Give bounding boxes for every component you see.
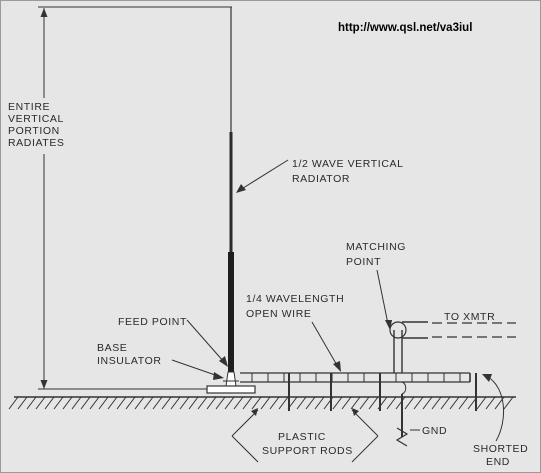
- open-wire-line: [240, 372, 471, 383]
- watermark-url: http://www.qsl.net/va3iul: [338, 22, 472, 34]
- ground-hatch: [197, 396, 208, 410]
- label-half-wave-vertical: 1/2 WAVE VERTICAL: [292, 158, 404, 170]
- ground-hatch: [233, 396, 244, 410]
- ground-rod: [395, 381, 409, 447]
- label-end: END: [486, 456, 510, 468]
- ground-hatch: [17, 396, 28, 410]
- label-matching: MATCHING: [346, 241, 406, 253]
- label-to-xmtr: TO XMTR: [444, 311, 495, 323]
- ground-hatch: [503, 396, 514, 410]
- label-base: BASE: [97, 342, 127, 354]
- ground-hatch: [89, 396, 100, 410]
- label-portion: PORTION: [8, 125, 60, 137]
- ground-hatch: [8, 396, 19, 410]
- ground-hatch: [359, 396, 370, 410]
- ground-hatch: [413, 396, 424, 410]
- ground-hatch: [62, 396, 73, 410]
- ground-hatch: [242, 396, 253, 410]
- ground-hatch: [260, 396, 271, 410]
- ground-hatch: [71, 396, 82, 410]
- ground-hatch: [161, 396, 172, 410]
- ground-hatch: [404, 396, 415, 410]
- ground-hatch: [350, 396, 361, 410]
- label-vertical: VERTICAL: [8, 113, 64, 125]
- ground-hatch: [449, 396, 460, 410]
- radiating-dimension-line: [38, 6, 232, 390]
- label-shorted: SHORTED: [473, 443, 528, 455]
- ground-hatch: [215, 396, 226, 410]
- label-entire: ENTIRE: [8, 101, 50, 113]
- label-support-rods: SUPPORT RODS: [262, 445, 353, 457]
- ground-hatch: [341, 396, 352, 410]
- label-quarter-wavelength: 1/4 WAVELENGTH: [246, 293, 344, 305]
- ground-hatch: [116, 396, 127, 410]
- ground-hatch: [251, 396, 262, 410]
- ground-hatch: [278, 396, 289, 410]
- ground-hatch: [134, 396, 145, 410]
- ground-hatch: [485, 396, 496, 410]
- ground-hatch: [107, 396, 118, 410]
- ground-hatch: [314, 396, 325, 410]
- label-insulator: INSULATOR: [97, 355, 162, 367]
- ground-hatch: [458, 396, 469, 410]
- support-rods-callout: [231, 408, 379, 463]
- ground-hatch: [152, 396, 163, 410]
- label-radiator: RADIATOR: [292, 173, 350, 185]
- ground-hatch: [422, 396, 433, 410]
- ground-hatch: [44, 396, 55, 410]
- ground-hatch: [143, 396, 154, 410]
- ground: [8, 396, 516, 410]
- ground-hatch: [170, 396, 181, 410]
- ground-hatch: [206, 396, 217, 410]
- ground-hatch: [224, 396, 235, 410]
- ground-hatch: [179, 396, 190, 410]
- ground-hatch: [476, 396, 487, 410]
- ground-hatch: [125, 396, 136, 410]
- label-point: POINT: [346, 256, 381, 268]
- ground-hatch: [431, 396, 442, 410]
- ground-hatch: [53, 396, 64, 410]
- ground-hatch: [386, 396, 397, 410]
- matching-feedline: [389, 321, 516, 373]
- ground-hatch: [188, 396, 199, 410]
- radiates-label-bg: [3, 98, 85, 154]
- label-gnd: GND: [422, 425, 447, 437]
- ground-hatch: [98, 396, 109, 410]
- ground-hatch: [332, 396, 343, 410]
- label-open-wire: OPEN WIRE: [246, 308, 312, 320]
- support-rods: [288, 373, 477, 411]
- label-plastic: PLASTIC: [278, 431, 326, 443]
- base-insulator: [206, 371, 256, 394]
- ground-hatch: [395, 396, 406, 410]
- ground-hatch: [80, 396, 91, 410]
- label-feed-point: FEED POINT: [118, 316, 187, 328]
- ground-hatch: [368, 396, 379, 410]
- ground-hatch: [440, 396, 451, 410]
- ground-hatch: [296, 396, 307, 410]
- ground-hatch: [35, 396, 46, 410]
- ground-hatch: [269, 396, 280, 410]
- ground-hatch: [305, 396, 316, 410]
- label-radiates: RADIATES: [8, 137, 65, 149]
- ground-hatch: [26, 396, 37, 410]
